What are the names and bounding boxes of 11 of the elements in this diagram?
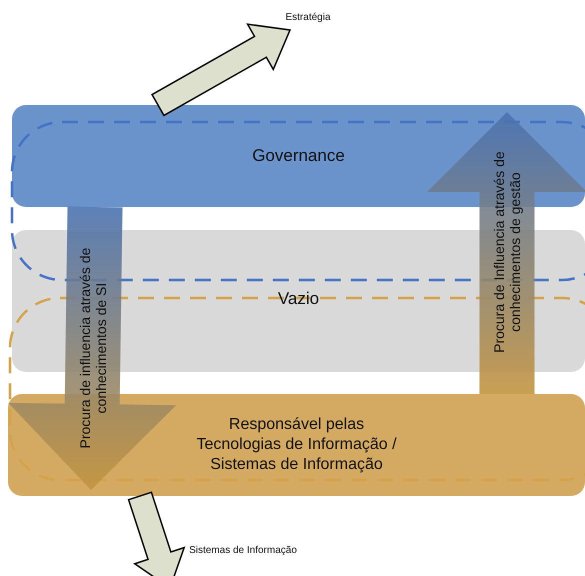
- band-title: Governance: [252, 145, 345, 167]
- arrow-caption: Sistemas de Informação: [189, 544, 297, 558]
- block-arrow: [128, 491, 186, 576]
- band-title: Vazio: [278, 288, 320, 310]
- block-arrow: [8, 206, 176, 490]
- block-arrow: [427, 112, 585, 394]
- arrow-label: Procura de influencia através de conhecimentos de SI: [76, 246, 110, 450]
- band-title: Responsável pelas Tecnologias de Informação / Sistemas de Informação: [195, 415, 398, 475]
- arrow-label: Procura de Influencia através de conhecimentos de gestão: [490, 150, 524, 355]
- block-arrow: [151, 23, 292, 116]
- arrow-caption: Estratégia: [285, 12, 331, 24]
